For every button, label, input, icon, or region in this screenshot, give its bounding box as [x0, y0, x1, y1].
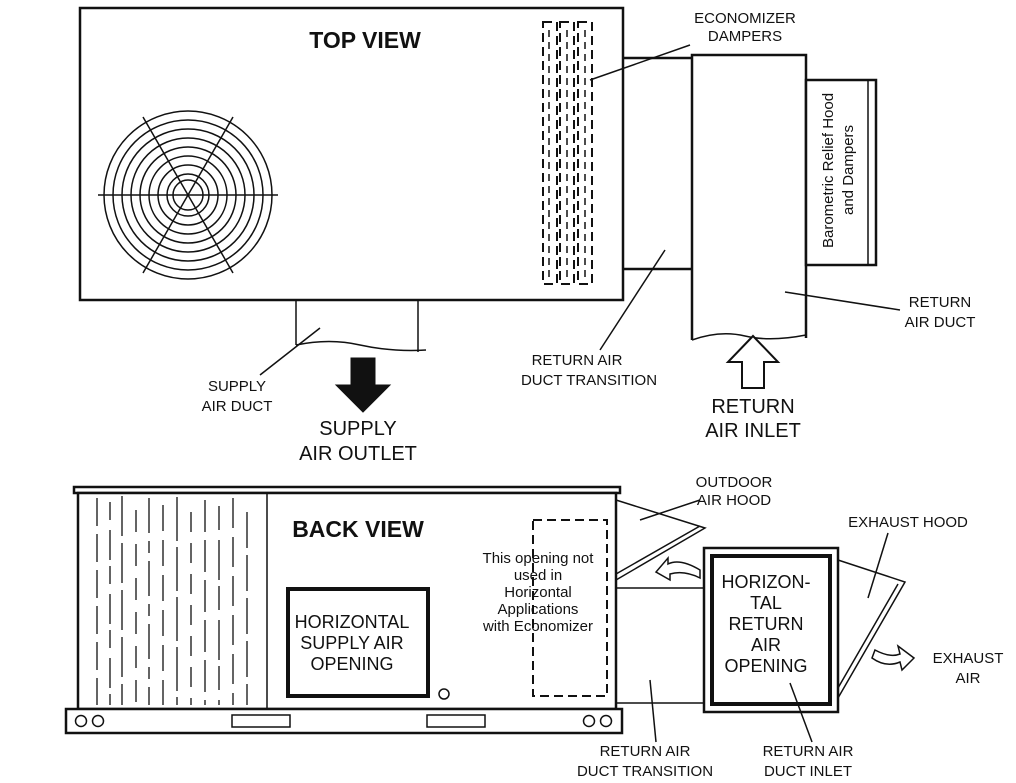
supply-opening-label-3: OPENING — [310, 654, 393, 674]
supply-air-duct-label-2: AIR DUCT — [202, 398, 273, 415]
unused-opening — [532, 519, 608, 697]
return-opening-label-4: AIR — [751, 635, 781, 655]
outdoor-hood-leader — [639, 499, 701, 521]
supply-air-duct-leader — [259, 327, 321, 376]
supply-air-duct — [295, 300, 427, 352]
horizontal-return-opening — [710, 554, 832, 706]
back-view: BACK VIEW HORIZONTAL SUPPLY AIR OPENING … — [64, 474, 1004, 780]
exhaust-hood — [837, 559, 907, 699]
outdoor-hood-label-2: AIR HOOD — [697, 492, 771, 509]
return-inlet-back-label-1: RETURN AIR — [763, 743, 854, 760]
top-view-title: TOP VIEW — [309, 27, 421, 53]
return-air-duct-label-2: AIR DUCT — [905, 314, 976, 331]
barometric-relief-label-1: Barometric Relief Hood — [820, 93, 837, 248]
exhaust-air-label-1: EXHAUST — [933, 650, 1004, 667]
supply-outlet-label-2: AIR OUTLET — [299, 443, 417, 465]
return-inlet-back-label-2: DUCT INLET — [764, 763, 852, 780]
opening-note-1: This opening not — [483, 550, 595, 567]
supply-arrow-icon — [334, 357, 392, 413]
economizer-dampers — [542, 21, 593, 285]
horizontal-supply-opening — [286, 587, 430, 698]
return-air-duct — [690, 53, 808, 341]
rail-hole-icon — [74, 714, 88, 728]
fork-slot — [231, 714, 291, 728]
return-transition-leader — [599, 249, 666, 351]
supply-opening-label-2: SUPPLY AIR — [300, 633, 403, 653]
exhaust-hood-leader — [867, 532, 889, 599]
back-transition-label-1: RETURN AIR — [600, 743, 691, 760]
barometric-relief-label-2: and Dampers — [840, 125, 857, 215]
access-hole-icon — [438, 688, 450, 700]
outdoor-air-arrow-icon — [654, 555, 701, 582]
return-opening-label-1: HORIZON- — [722, 572, 811, 592]
rail-hole-icon — [582, 714, 596, 728]
exhaust-hood-label: EXHAUST HOOD — [848, 514, 968, 531]
economizer-leader — [589, 44, 691, 81]
top-view: TOP VIEW ECONOMIZER DAMPERS — [78, 6, 976, 465]
return-air-duct-label-1: RETURN — [909, 294, 972, 311]
outdoor-hood-label-1: OUTDOOR — [696, 474, 773, 491]
rail-hole-icon — [91, 714, 105, 728]
opening-note-3: Horizontal — [504, 584, 572, 601]
rail-hole-icon — [599, 714, 613, 728]
opening-note-2: used in — [514, 567, 562, 584]
economizer-dampers-label-2: DAMPERS — [708, 28, 782, 45]
back-transition-label-2: DUCT TRANSITION — [577, 763, 713, 780]
opening-note-5: with Economizer — [482, 618, 593, 635]
fork-slot — [426, 714, 486, 728]
back-transition-leader — [649, 679, 657, 743]
return-inlet-back-leader — [789, 682, 813, 743]
back-view-title: BACK VIEW — [292, 516, 424, 542]
unit-top-outline — [78, 6, 625, 302]
return-opening-label-3: RETURN — [729, 614, 804, 634]
barometric-relief-hood — [804, 78, 878, 267]
condenser-fan-icon — [98, 110, 278, 280]
return-inlet-label-1: RETURN — [711, 396, 794, 418]
return-opening-label-5: OPENING — [724, 656, 807, 676]
return-transition-label-1: RETURN AIR — [532, 352, 623, 369]
return-air-duct-leader — [784, 291, 901, 311]
supply-outlet-label-1: SUPPLY — [319, 418, 396, 440]
return-transition-label-2: DUCT TRANSITION — [521, 372, 657, 389]
return-inlet-label-2: AIR INLET — [705, 420, 801, 442]
return-inlet-arrow-icon — [725, 334, 781, 389]
outdoor-air-hood — [615, 499, 707, 581]
economizer-dampers-label-1: ECONOMIZER — [694, 10, 796, 27]
exhaust-arrow-icon — [871, 644, 916, 672]
exhaust-air-label-2: AIR — [955, 670, 980, 687]
return-opening-label-2: TAL — [750, 593, 782, 613]
base-rail — [64, 707, 624, 735]
supply-air-duct-label-1: SUPPLY — [208, 378, 266, 395]
coil-fins — [96, 496, 248, 705]
opening-note-4: Applications — [498, 601, 579, 618]
supply-opening-label-1: HORIZONTAL — [295, 612, 410, 632]
